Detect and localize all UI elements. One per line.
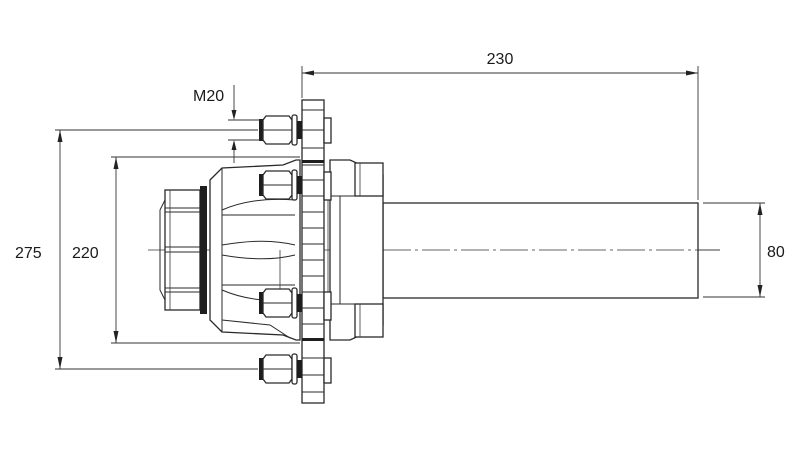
dimension-label-220: 220 <box>72 245 99 262</box>
axle-stub <box>382 202 720 299</box>
dimension-label-275: 275 <box>15 245 42 262</box>
dimension-m20: M20 <box>193 85 260 163</box>
dimension-80: 80 <box>703 202 785 298</box>
dimension-275: 275 <box>15 129 258 370</box>
hub-flange <box>301 99 332 404</box>
dimension-label-230: 230 <box>487 51 514 68</box>
dimension-220: 220 <box>72 156 300 344</box>
dimension-230: 230 <box>301 51 699 200</box>
wheel-stud-nut-top <box>259 114 302 146</box>
wheel-stud-nut-lower <box>259 287 302 319</box>
dimension-label-m20: M20 <box>193 88 224 105</box>
hub-rear-body <box>329 159 384 341</box>
hub-cap <box>159 186 207 314</box>
cap-seal-ring <box>200 186 207 314</box>
wheel-stud-nut-upper <box>259 169 302 201</box>
dimension-label-80: 80 <box>767 244 785 261</box>
wheel-stud-nut-bottom <box>259 353 302 385</box>
